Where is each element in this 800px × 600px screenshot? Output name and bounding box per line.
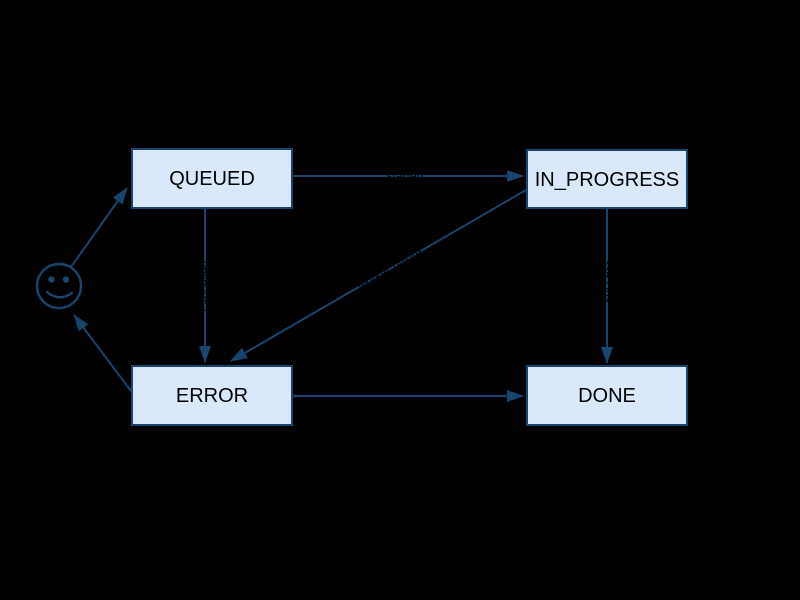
node-done: DONE <box>526 365 688 426</box>
node-error: ERROR <box>131 365 293 426</box>
edges <box>70 170 613 402</box>
node-in-progress-box <box>526 149 688 209</box>
node-in-progress-label: IN_PROGRESS <box>535 169 679 191</box>
edge-label-started: started <box>387 169 424 183</box>
node-done-box <box>526 365 688 426</box>
edge-error-to-start <box>73 314 132 392</box>
node-queued: QUEUED <box>131 148 293 209</box>
edge-start-to-queued <box>70 187 128 268</box>
smiley-right-eye <box>62 276 70 283</box>
node-error-box <box>131 365 293 426</box>
node-queued-label: QUEUED <box>169 168 255 190</box>
smiley-left-eye <box>48 276 55 283</box>
smiley-mouth <box>45 290 74 299</box>
start-node <box>35 262 83 310</box>
edge-inprogress-to-error <box>230 189 527 362</box>
edge-label-cancelled: cancelled <box>198 261 212 312</box>
node-error-label: ERROR <box>176 385 248 407</box>
smiley-face-icon <box>35 262 83 310</box>
node-queued-box <box>131 148 293 209</box>
node-in-progress: IN_PROGRESS <box>526 149 688 209</box>
edge-label-success: success <box>600 259 614 302</box>
node-done-label: DONE <box>578 385 636 407</box>
edge-label-worker-failure: worker failure <box>354 245 425 294</box>
